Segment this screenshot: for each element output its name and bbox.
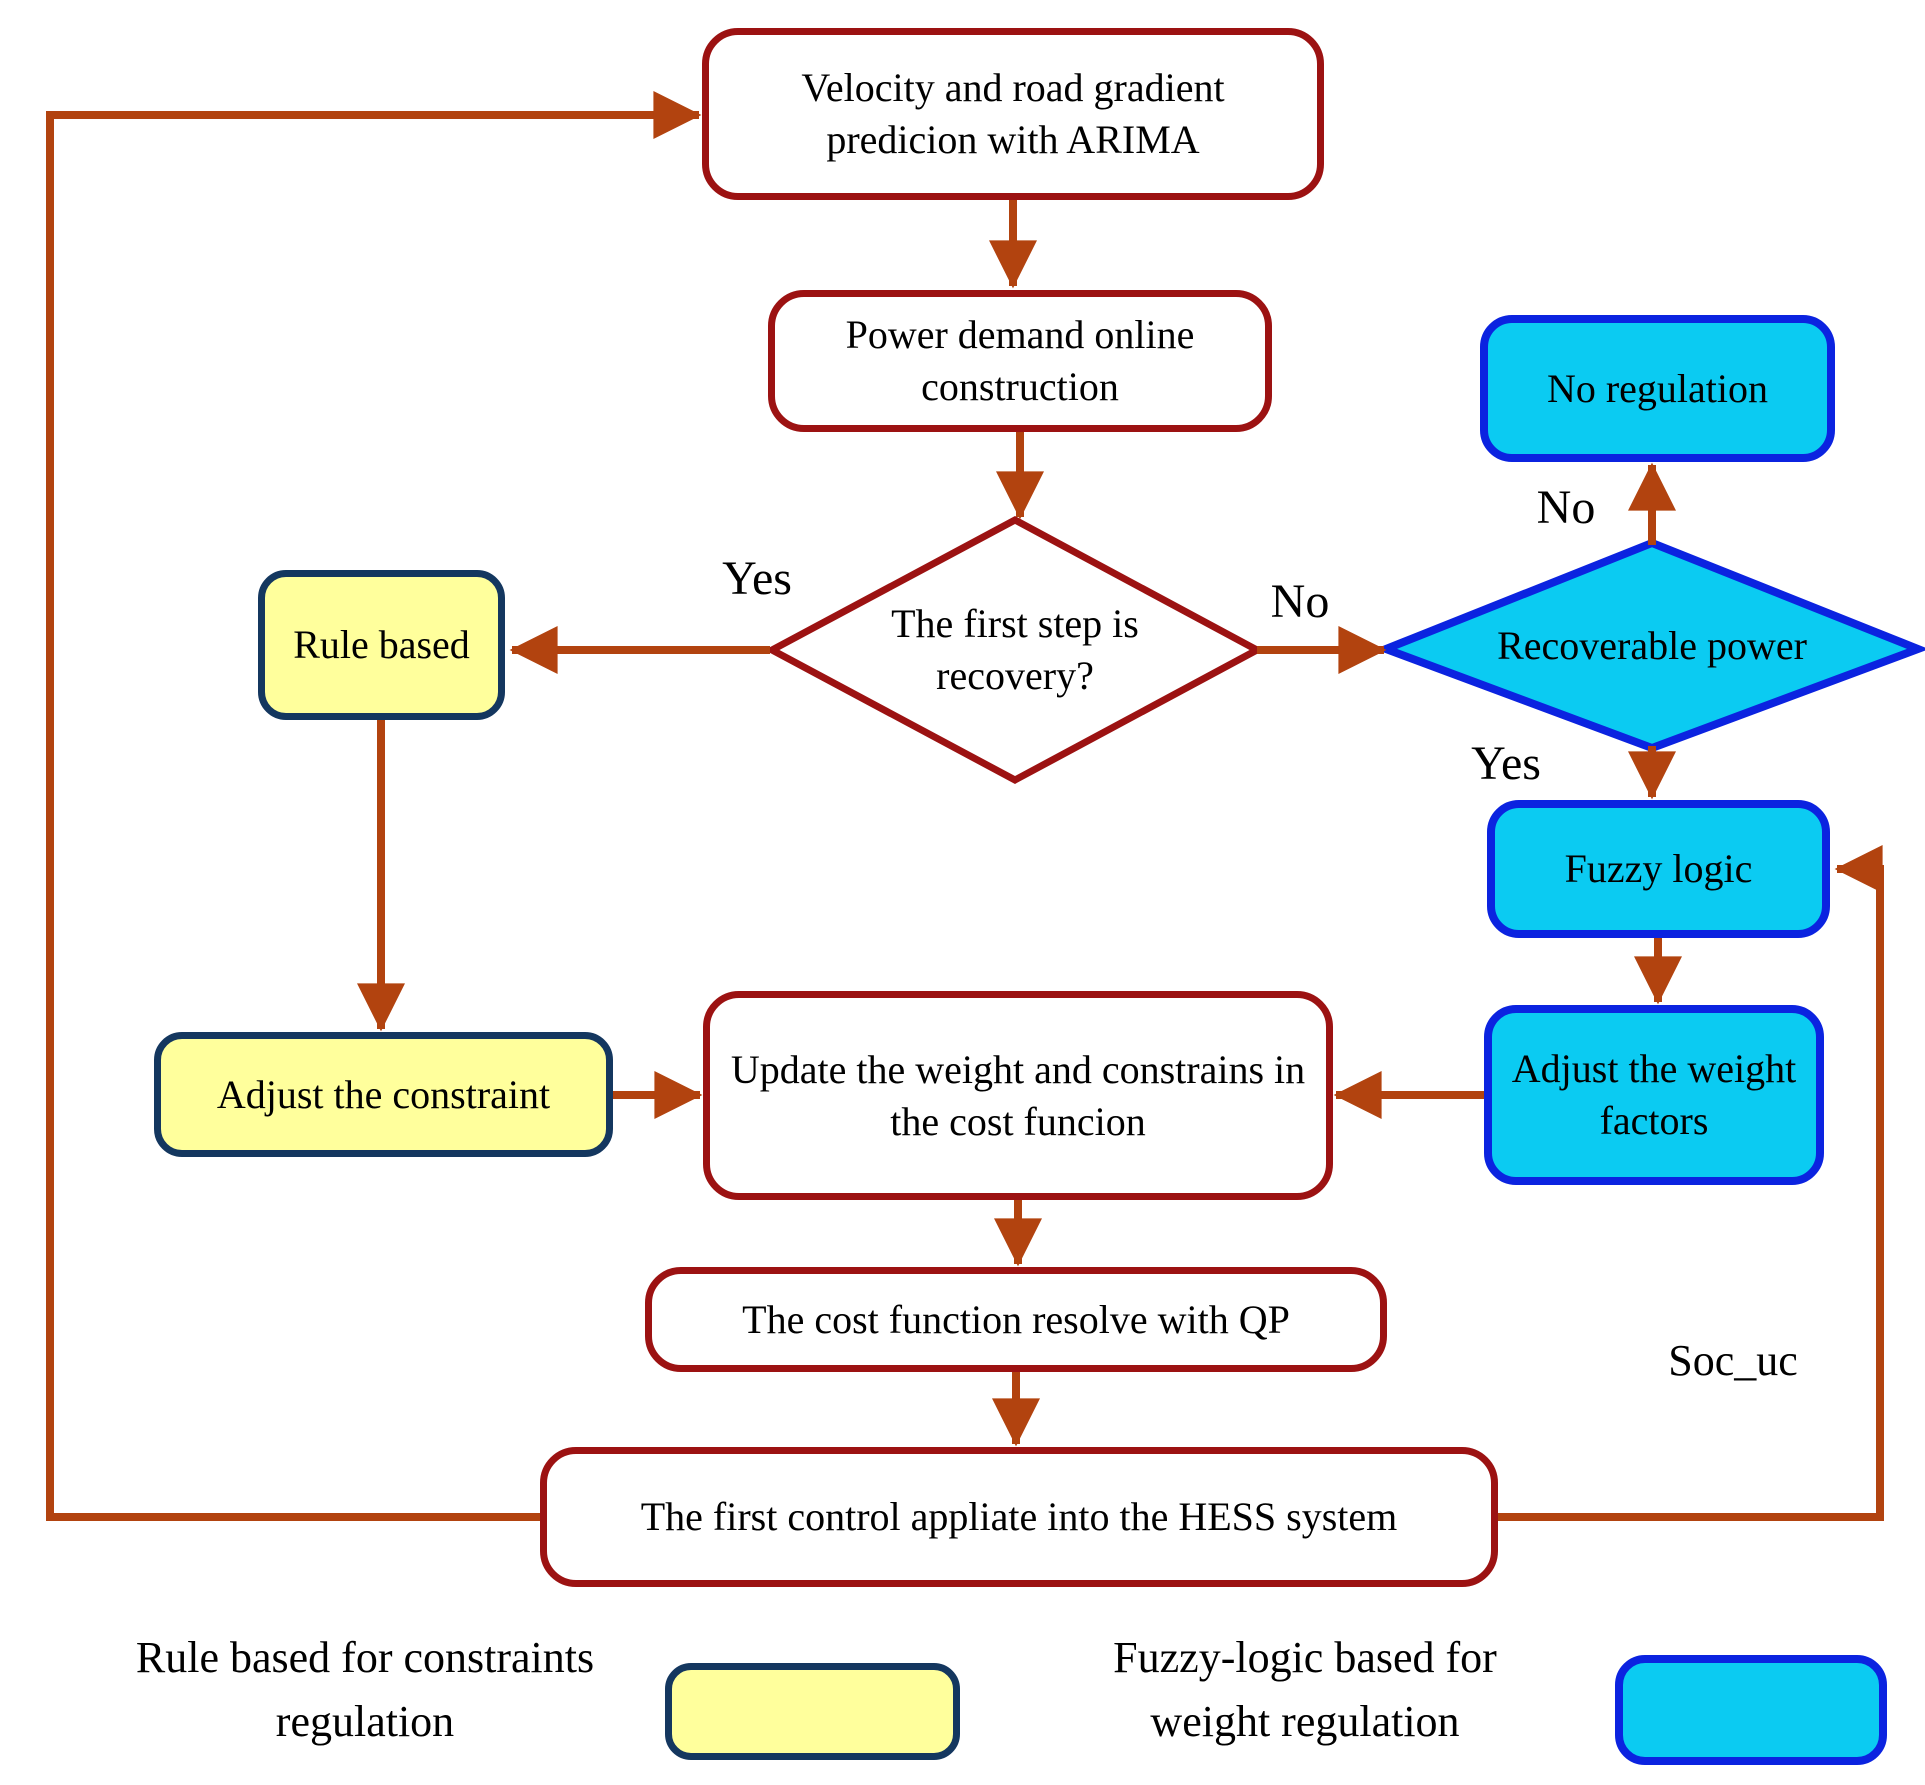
node-qp-resolve: The cost function resolve with QP: [645, 1267, 1387, 1372]
node-adjust-constraint: Adjust the constraint: [154, 1032, 613, 1157]
label-first-step-yes: Yes: [722, 551, 792, 605]
legend-rule-based-swatch: [665, 1663, 960, 1760]
node-hess-apply: The first control appliate into the HESS…: [540, 1447, 1498, 1587]
label-soc-uc: Soc_uc: [1668, 1335, 1798, 1385]
label-recoverable-yes: Yes: [1471, 736, 1541, 790]
legend-rule-based-label: Rule based for constraints regulation: [135, 1633, 595, 1746]
node-rule-based: Rule based: [258, 570, 505, 720]
feedback-hess-to-arima: [46, 91, 702, 1521]
first-step-diamond-label: The first step is recovery?: [891, 601, 1139, 698]
legend-fuzzy-logic-label: Fuzzy-logic based for weight regulation: [1113, 1633, 1497, 1746]
node-no-regulation: No regulation: [1480, 315, 1835, 462]
node-arima: Velocity and road gradient predicion wit…: [702, 28, 1324, 200]
node-adjust-weight-factors: Adjust the weight factors: [1484, 1005, 1824, 1185]
feedback-soc-uc-to-fuzzy: [1498, 845, 1884, 1521]
node-power-demand: Power demand online construction: [768, 290, 1272, 432]
recoverable-power-diamond-label: Recoverable power: [1497, 623, 1807, 668]
node-fuzzy-logic: Fuzzy logic: [1487, 800, 1830, 938]
legend-fuzzy-logic-swatch: [1615, 1655, 1887, 1765]
label-first-step-no: No: [1270, 574, 1330, 628]
first-step-diamond-shape: [764, 516, 1265, 784]
label-recoverable-no: No: [1536, 480, 1596, 534]
node-update-cost-function: Update the weight and constrains in the …: [703, 991, 1333, 1200]
